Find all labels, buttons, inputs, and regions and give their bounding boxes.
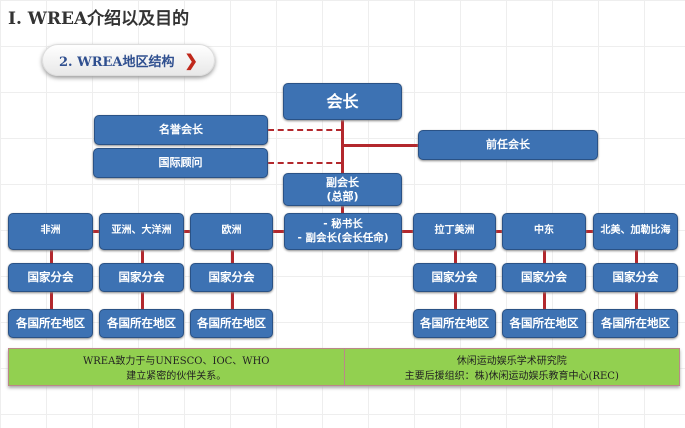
section-button[interactable]: 2. WREA地区结构 ❯: [42, 44, 215, 76]
dashed-connector: [268, 162, 342, 164]
region-box: 中东: [502, 213, 586, 250]
region-box: 拉丁美洲: [413, 213, 496, 250]
region-box: 北美、加勒比海: [593, 213, 678, 250]
footer-banner: WREA致力于与UNESCO、IOC、WHO 建立紧密的伙伴关系。 休闲运动娱乐学…: [8, 348, 680, 386]
former-president-box: 前任会长: [418, 130, 598, 160]
local-area-box: 各国所在地区: [99, 309, 184, 338]
national-branch-box: 国家分会: [593, 263, 678, 292]
footer-text: 主要后援组织：株)休闲运动娱乐教育中心(REC): [404, 371, 619, 382]
page-title: I. WREA介绍以及目的: [8, 9, 190, 29]
section-label: 2. WREA地区结构: [59, 54, 175, 70]
local-area-box: 各国所在地区: [8, 309, 93, 338]
national-branch-box: 国家分会: [502, 263, 586, 292]
local-area-box: 各国所在地区: [593, 309, 678, 338]
dashed-connector: [268, 129, 342, 131]
local-area-box: 各国所在地区: [502, 309, 586, 338]
president-box: 会长: [283, 83, 402, 120]
connector: [342, 144, 418, 147]
chevron-right-icon: ❯: [184, 50, 198, 70]
local-area-box: 各国所在地区: [190, 309, 273, 338]
national-branch-box: 国家分会: [99, 263, 184, 292]
secretariat-line: - 副会长(会长任命): [297, 231, 389, 244]
region-box: 欧洲: [190, 213, 273, 250]
region-box: 亚洲、大洋洲: [99, 213, 184, 250]
footer-text: 休闲运动娱乐学术研究院: [456, 356, 567, 367]
region-box: 非洲: [8, 213, 93, 250]
connector: [402, 230, 593, 233]
national-branch-box: 国家分会: [413, 263, 496, 292]
footer-text: 建立紧密的伙伴关系。: [126, 371, 227, 382]
footer-right: 休闲运动娱乐学术研究院主要后援组织：株)休闲运动娱乐教育中心(REC): [343, 349, 680, 385]
vp-line: (总部): [326, 189, 359, 203]
local-area-box: 各国所在地区: [413, 309, 496, 338]
honorary-president-box: 名誉会长: [94, 115, 268, 145]
footer-left: WREA致力于与UNESCO、IOC、WHO 建立紧密的伙伴关系。: [9, 349, 344, 385]
vp-line: 副会长: [326, 175, 359, 189]
vice-president-box: 副会长(总部): [283, 173, 402, 206]
secretariat-line: - 秘书长: [323, 218, 363, 231]
national-branch-box: 国家分会: [8, 263, 93, 292]
intl-advisor-box: 国际顾问: [93, 148, 268, 178]
connector: [341, 120, 344, 213]
national-branch-box: 国家分会: [190, 263, 273, 292]
footer-text: WREA致力于与UNESCO、IOC、WHO: [82, 356, 270, 367]
secretariat-box: - 秘书长- 副会长(会长任命): [284, 213, 402, 250]
